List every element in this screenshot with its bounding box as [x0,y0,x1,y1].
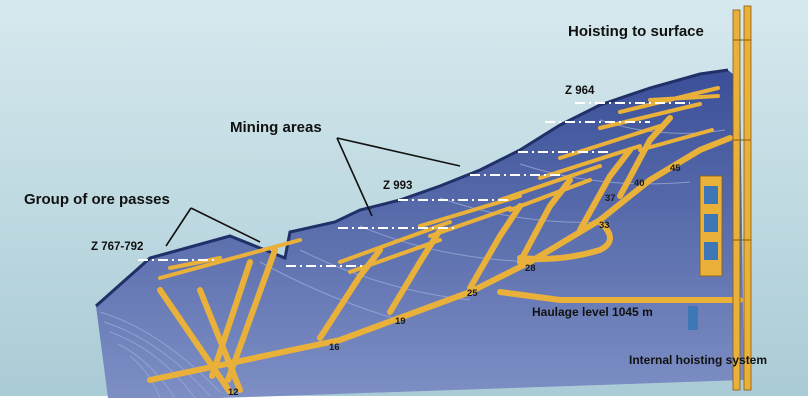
level-number: 25 [467,288,478,299]
level-number: 28 [525,263,536,274]
level-number: 16 [329,342,340,353]
level-number: 19 [395,316,406,327]
haulage-label: Haulage level 1045 m [532,305,653,319]
ore-passes-label: Group of ore passes [24,191,170,208]
mining-areas-label: Mining areas [230,119,322,136]
zone-label-z993: Z 993 [383,180,412,192]
internal-hoist-label: Internal hoisting system [629,353,767,367]
level-number: 45 [670,163,681,174]
level-number: 33 [599,220,610,231]
level-number: 37 [605,193,616,204]
level-number: 40 [634,178,645,189]
hoisting-label: Hoisting to surface [568,23,704,40]
zone-label-z964: Z 964 [565,85,594,97]
zone-label-z767-792: Z 767-792 [91,241,143,253]
level-number: 12 [228,387,239,398]
